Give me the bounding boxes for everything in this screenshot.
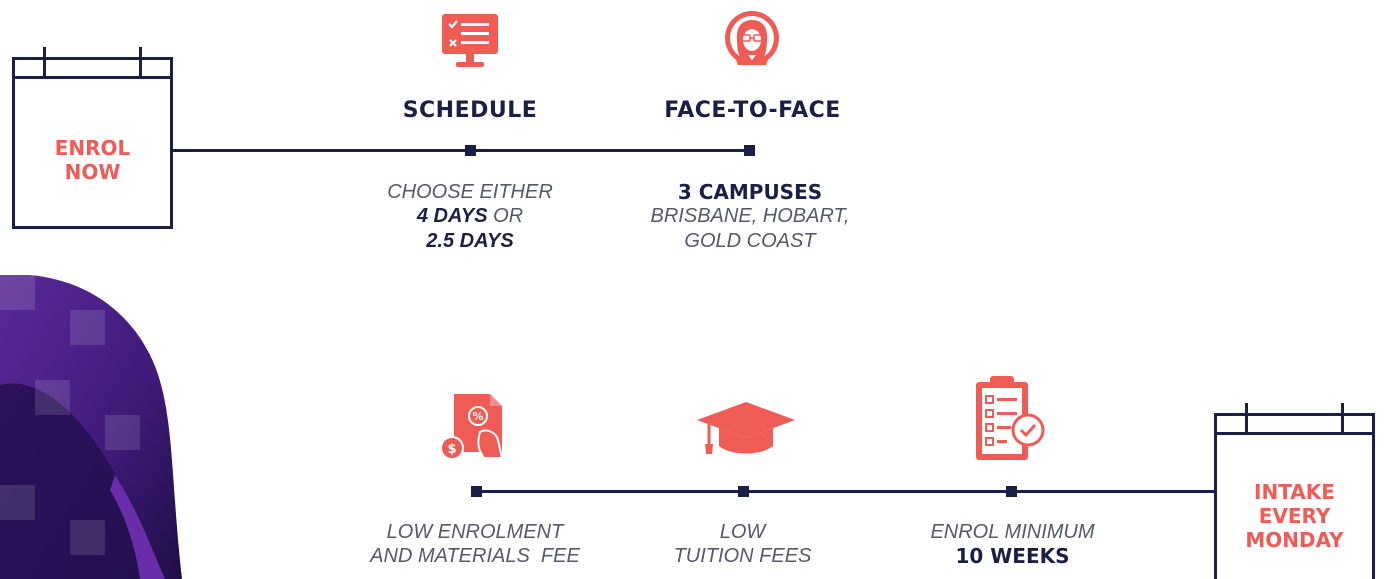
teacher-avatar-icon	[725, 11, 779, 65]
timeline-node	[744, 145, 755, 156]
purple-decorative-shape	[0, 275, 182, 579]
timeline-node	[471, 486, 482, 497]
enrolment-fee-line1: LOW ENROLMENT	[386, 521, 564, 543]
schedule-heading: SCHEDULE	[402, 98, 538, 123]
intake-calendar: INTAKE EVERY MONDAY	[1214, 403, 1375, 579]
three-campuses-text: 3 CAMPUSES	[677, 180, 823, 204]
graduation-cap-icon	[697, 402, 795, 454]
schedule-desc-line1: CHOOSE EITHER	[387, 181, 553, 203]
face-to-face-desc-line2: BRISBANE, HOBART,	[650, 205, 850, 228]
calendar-ring	[43, 47, 46, 77]
schedule-desc-line2: 4 DAYS OR	[345, 204, 595, 228]
face-to-face-description: 3 CAMPUSES BRISBANE, HOBART, GOLD COAST	[620, 180, 880, 253]
two-point-five-days-text: 2.5 DAYS	[426, 229, 514, 252]
tuition-fees-description: LOW TUITION FEES	[620, 520, 865, 569]
schedule-description: CHOOSE EITHER 4 DAYS OR 2.5 DAYS	[345, 180, 595, 253]
top-timeline-line	[173, 149, 755, 152]
minimum-weeks-description: ENROL MINIMUM 10 WEEKS	[890, 520, 1135, 569]
calendar-ring	[1245, 403, 1248, 433]
tuition-fees-line2: TUITION FEES	[673, 545, 812, 568]
enrol-now-calendar: ENROL NOW	[12, 47, 173, 229]
tuition-fees-line1: LOW	[719, 521, 766, 543]
face-to-face-heading: FACE-TO-FACE	[664, 98, 841, 123]
or-text: OR	[487, 205, 524, 228]
minimum-weeks-line1: ENROL MINIMUM	[930, 521, 1095, 543]
calendar-ring	[139, 47, 142, 77]
enrolment-fee-line2: AND MATERIALS FEE	[370, 545, 580, 568]
calendar-header-bar	[15, 76, 170, 79]
fee-document-icon: % $	[440, 394, 504, 460]
timeline-node	[738, 486, 749, 497]
bottom-timeline-line	[473, 490, 1216, 493]
face-to-face-desc-line3: GOLD COAST	[684, 229, 816, 252]
timeline-node	[465, 145, 476, 156]
calendar-header-bar	[1217, 432, 1372, 435]
four-days-text: 4 DAYS	[416, 205, 488, 228]
calendar-ring	[1341, 403, 1344, 433]
schedule-monitor-icon	[442, 14, 498, 67]
timeline-node	[1006, 486, 1017, 497]
intake-every-monday-label: INTAKE EVERY MONDAY	[1245, 480, 1344, 552]
checklist-clipboard-icon	[976, 376, 1045, 460]
ten-weeks-text: 10 WEEKS	[955, 544, 1070, 569]
enrol-now-label: ENROL NOW	[54, 136, 131, 184]
svg-text:$: $	[447, 442, 456, 457]
enrolment-fee-description: LOW ENROLMENT AND MATERIALS FEE	[340, 520, 610, 569]
svg-text:%: %	[472, 410, 483, 423]
